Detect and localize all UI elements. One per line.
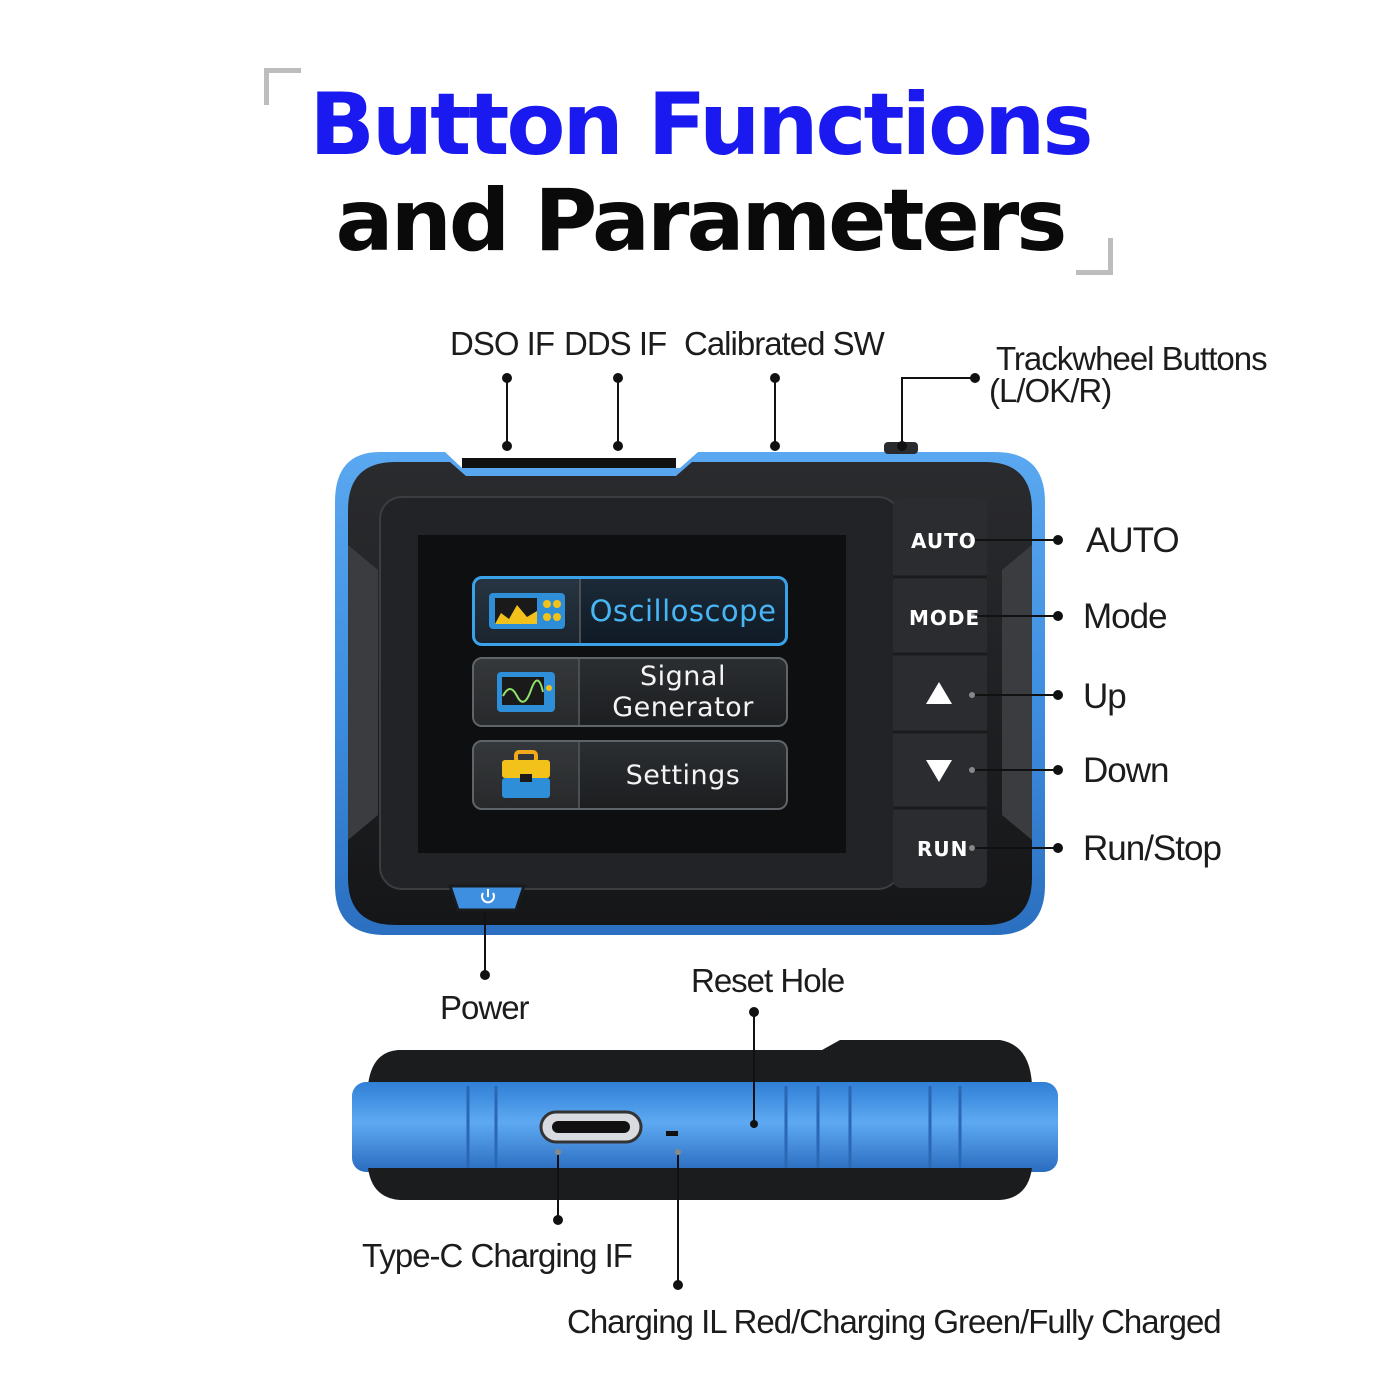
oscilloscope-icon — [475, 579, 581, 643]
label-trackwheel-keys: (L/OK/R) — [989, 372, 1112, 409]
leader-lines — [480, 373, 1063, 980]
label-mode: Mode — [1083, 597, 1168, 636]
menu-label: Oscilloscope — [589, 594, 777, 628]
label-run-stop: Run/Stop — [1083, 829, 1222, 868]
label-auto: AUTO — [1086, 521, 1180, 560]
menu-label: Signal Generator — [612, 661, 754, 723]
corner-bracket-bottom-right — [1076, 238, 1113, 275]
menu-label: Settings — [625, 759, 741, 791]
menu-item-signal-generator[interactable]: Signal Generator — [472, 657, 788, 727]
corner-bracket-top-left — [264, 68, 301, 105]
signal-generator-icon — [474, 659, 580, 725]
menu-item-settings[interactable]: Settings — [472, 740, 788, 810]
bottom-leader-lines — [553, 1007, 759, 1290]
label-type-c: Type-C Charging IF — [362, 1237, 633, 1274]
mode-button[interactable]: MODE — [909, 606, 981, 630]
run-button[interactable]: RUN — [917, 837, 969, 861]
auto-button[interactable]: AUTO — [911, 529, 977, 553]
label-dso-if: DSO IF — [450, 325, 555, 362]
down-arrow-icon — [926, 760, 952, 782]
toolbox-icon — [474, 742, 580, 808]
device-bottom-view — [352, 1040, 1058, 1200]
label-calibrated-sw: Calibrated SW — [684, 325, 885, 362]
power-icon — [481, 889, 495, 904]
menu-item-oscilloscope[interactable]: Oscilloscope — [472, 576, 788, 646]
title-line-2: and Parameters — [335, 171, 1068, 271]
label-dds-if: DDS IF — [564, 325, 667, 362]
up-arrow-icon — [926, 682, 952, 704]
label-power: Power — [440, 989, 530, 1026]
label-down: Down — [1083, 751, 1169, 790]
label-up: Up — [1083, 677, 1127, 716]
label-trackwheel: Trackwheel Buttons — [996, 340, 1268, 377]
title-line-1: Button Functions — [309, 75, 1093, 175]
label-charging-indicator: Charging IL Red/Charging Green/Fully Cha… — [567, 1303, 1222, 1340]
label-reset-hole: Reset Hole — [691, 962, 845, 999]
